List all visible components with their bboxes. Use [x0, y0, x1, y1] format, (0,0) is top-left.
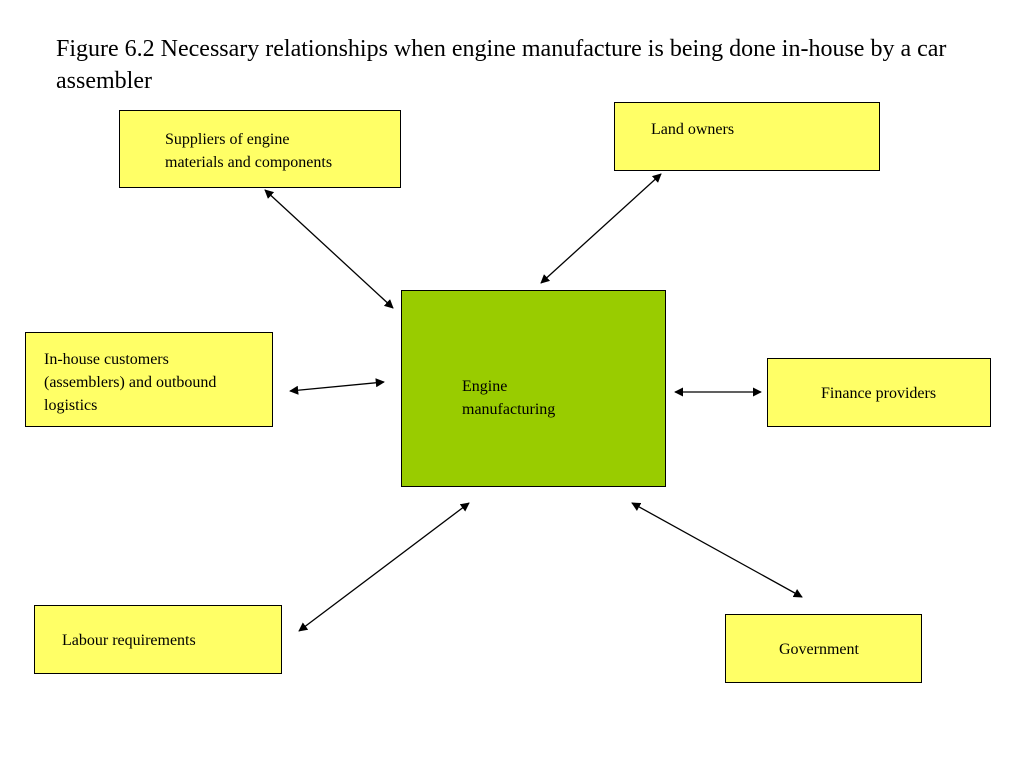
suppliers-box: Suppliers of engine materials and compon… [119, 110, 401, 188]
government-box: Government [725, 614, 922, 683]
finance-providers-box: Finance providers [767, 358, 991, 427]
in-house-customers-label: In-house customers (assemblers) and outb… [44, 351, 217, 414]
in-house-customers-box: In-house customers (assemblers) and outb… [25, 332, 273, 427]
arrow-customers-engine [289, 378, 385, 395]
engine-manufacturing-box: Engine manufacturing [401, 290, 666, 487]
land-owners-box: Land owners [614, 102, 880, 171]
labour-requirements-label: Labour requirements [62, 632, 196, 649]
finance-providers-label: Finance providers [821, 385, 937, 402]
land-owners-label: Land owners [651, 121, 735, 138]
government-label: Government [779, 641, 859, 658]
labour-requirements-box: Labour requirements [34, 605, 282, 674]
arrow-labour-engine [298, 502, 470, 632]
suppliers-label: Suppliers of engine materials and compon… [165, 131, 333, 171]
arrow-government-engine [631, 502, 803, 598]
engine-manufacturing-label: Engine manufacturing [462, 378, 556, 418]
figure-title: Figure 6.2 Necessary relationships when … [56, 36, 947, 94]
arrow-landowners-engine [540, 173, 662, 284]
arrow-suppliers-engine [264, 189, 394, 309]
